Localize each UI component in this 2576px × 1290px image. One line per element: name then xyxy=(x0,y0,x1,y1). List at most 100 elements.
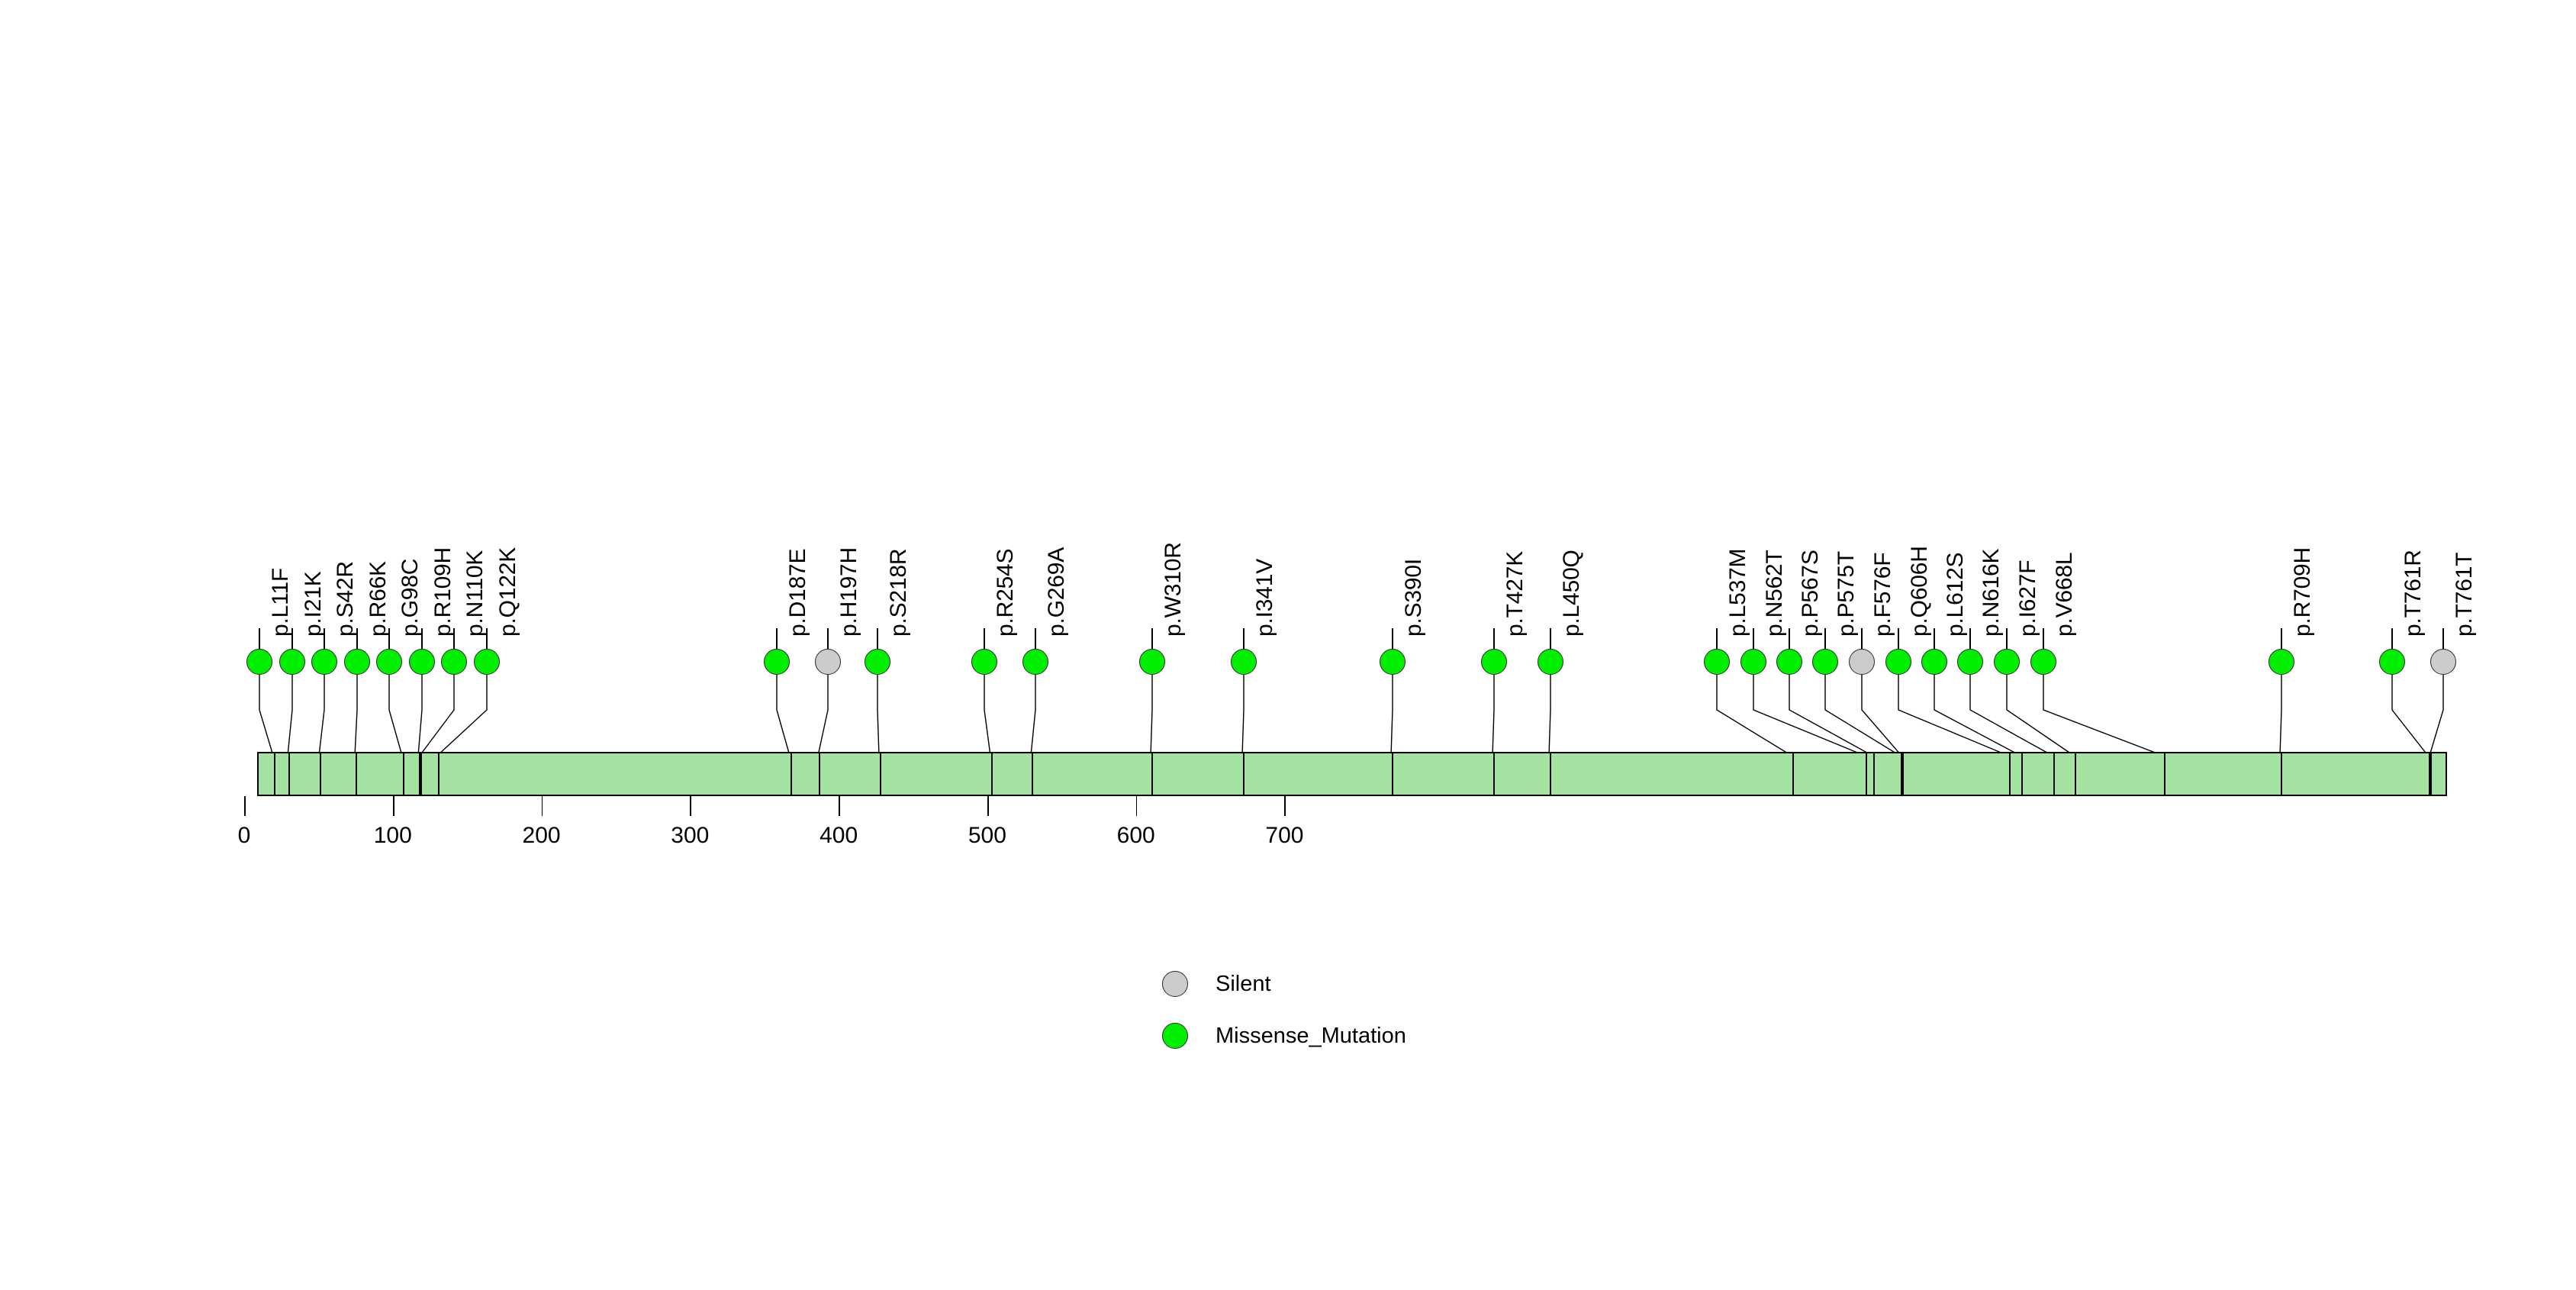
backbone-anchor-tick xyxy=(819,753,820,795)
lollipop-head-missense[interactable] xyxy=(1139,649,1165,675)
lollipop-connector xyxy=(1548,675,1551,756)
axis-tick xyxy=(839,796,840,816)
protein-backbone-bar xyxy=(257,752,2447,796)
lollipop-head-missense[interactable] xyxy=(865,649,890,675)
backbone-anchor-tick xyxy=(2009,753,2011,795)
lollipop-stem-upper xyxy=(356,628,358,649)
mutation-label: p.N110K xyxy=(462,550,488,637)
lollipop-connector xyxy=(984,675,991,756)
lollipop-connector xyxy=(1824,675,1901,757)
lollipop-stem-upper xyxy=(486,628,488,649)
mutation-label: p.R109H xyxy=(430,547,456,637)
lollipop-head-missense[interactable] xyxy=(409,649,435,675)
backbone-anchor-tick xyxy=(991,753,993,795)
axis-tick xyxy=(392,796,394,816)
backbone-anchor-tick xyxy=(419,753,420,795)
lollipop-stem-upper xyxy=(2281,628,2282,649)
lollipop-head-missense[interactable] xyxy=(1776,649,1802,675)
lollipop-connector xyxy=(1716,675,1792,757)
lollipop-head-missense[interactable] xyxy=(279,649,305,675)
lollipop-stem-upper xyxy=(1969,628,1971,649)
lollipop-head-missense[interactable] xyxy=(246,649,272,675)
axis-tick xyxy=(1284,796,1286,816)
legend-item-silent[interactable]: Silent xyxy=(1162,971,1271,997)
mutation-label: p.T427K xyxy=(1502,550,1528,637)
lollipop-stem-upper xyxy=(1392,628,1393,649)
lollipop-head-missense[interactable] xyxy=(376,649,402,675)
lollipop-connector xyxy=(1753,675,1866,757)
lollipop-connector xyxy=(877,675,880,756)
lollipop-stem-upper xyxy=(324,628,325,649)
backbone-anchor-tick xyxy=(1902,753,1904,795)
lollipop-stem-upper xyxy=(1898,628,1899,649)
mutation-label: p.N616K xyxy=(1979,548,2004,637)
lollipop-head-missense[interactable] xyxy=(1704,649,1730,675)
backbone-anchor-tick xyxy=(1151,753,1153,795)
mutation-label: p.T761R xyxy=(2401,550,2426,637)
lollipop-head-missense[interactable] xyxy=(441,649,467,675)
lollipop-head-missense[interactable] xyxy=(1812,649,1838,675)
backbone-anchor-tick xyxy=(1032,753,1033,795)
lollipop-stem-upper xyxy=(2391,628,2393,649)
lollipop-connector xyxy=(287,675,293,756)
lollipop-head-missense[interactable] xyxy=(1957,649,1983,675)
lollipop-connector xyxy=(1969,675,2053,757)
lollipop-connector xyxy=(1898,675,2009,757)
lollipop-head-silent[interactable] xyxy=(2430,649,2456,675)
lollipop-stem-upper xyxy=(421,628,423,649)
lollipop-head-silent[interactable] xyxy=(1849,649,1875,675)
mutation-label: p.V668L xyxy=(2052,552,2077,637)
backbone-anchor-tick xyxy=(2429,753,2430,795)
axis-tick xyxy=(690,796,692,816)
backbone-anchor-tick xyxy=(2075,753,2076,795)
axis-tick-label: 600 xyxy=(1116,823,1155,848)
lollipop-head-missense[interactable] xyxy=(1231,649,1257,675)
lollipop-head-missense[interactable] xyxy=(1921,649,1947,675)
lollipop-stem-upper xyxy=(291,628,293,649)
lollipop-connector xyxy=(776,675,791,756)
lollipop-head-missense[interactable] xyxy=(1538,649,1563,675)
lollipop-head-missense[interactable] xyxy=(764,649,790,675)
lollipop-head-silent[interactable] xyxy=(815,649,841,675)
lollipop-head-missense[interactable] xyxy=(1994,649,2020,675)
mutation-label: p.S42R xyxy=(333,561,358,637)
lollipop-head-missense[interactable] xyxy=(1481,649,1507,675)
mutation-label: p.Q606H xyxy=(1907,546,1932,637)
backbone-anchor-tick xyxy=(1550,753,1551,795)
legend-item-missense[interactable]: Missense_Mutation xyxy=(1162,1023,1406,1049)
mutation-label: p.N562T xyxy=(1762,550,1787,637)
lollipop-stem-upper xyxy=(2006,628,2008,649)
lollipop-head-missense[interactable] xyxy=(2268,649,2294,675)
lollipop-stem-upper xyxy=(1789,628,1790,649)
lollipop-head-missense[interactable] xyxy=(1380,649,1406,675)
lollipop-head-missense[interactable] xyxy=(2030,649,2056,675)
mutation-label: p.G98C xyxy=(398,558,423,637)
lollipop-head-missense[interactable] xyxy=(344,649,370,675)
legend-label-silent: Silent xyxy=(1216,971,1271,996)
axis-tick xyxy=(244,796,246,816)
mutation-label: p.S218R xyxy=(886,548,911,637)
lollipop-connector xyxy=(1789,675,1873,757)
lollipop-head-missense[interactable] xyxy=(1885,649,1911,675)
lollipop-head-missense[interactable] xyxy=(1740,649,1766,675)
lollipop-head-missense[interactable] xyxy=(971,649,997,675)
mutation-label: p.H197H xyxy=(836,547,861,637)
mutation-label: p.I21K xyxy=(301,571,326,637)
backbone-anchor-tick xyxy=(1901,753,1902,795)
lollipop-head-missense[interactable] xyxy=(311,649,337,675)
axis-tick-label: 200 xyxy=(522,823,561,848)
lollipop-head-missense[interactable] xyxy=(1022,649,1048,675)
lollipop-stem-upper xyxy=(877,628,878,649)
legend-swatch-silent xyxy=(1162,971,1188,997)
backbone-anchor-tick xyxy=(356,753,357,795)
backbone-anchor-tick xyxy=(2281,753,2282,795)
lollipop-head-missense[interactable] xyxy=(474,649,500,675)
lollipop-connector xyxy=(259,675,274,756)
lollipop-connector xyxy=(1390,675,1393,756)
lollipop-stem-upper xyxy=(984,628,985,649)
lollipop-stem-upper xyxy=(1243,628,1245,649)
axis-tick xyxy=(987,796,989,816)
mutation-label: p.R709H xyxy=(2290,547,2315,637)
lollipop-head-missense[interactable] xyxy=(2379,649,2405,675)
